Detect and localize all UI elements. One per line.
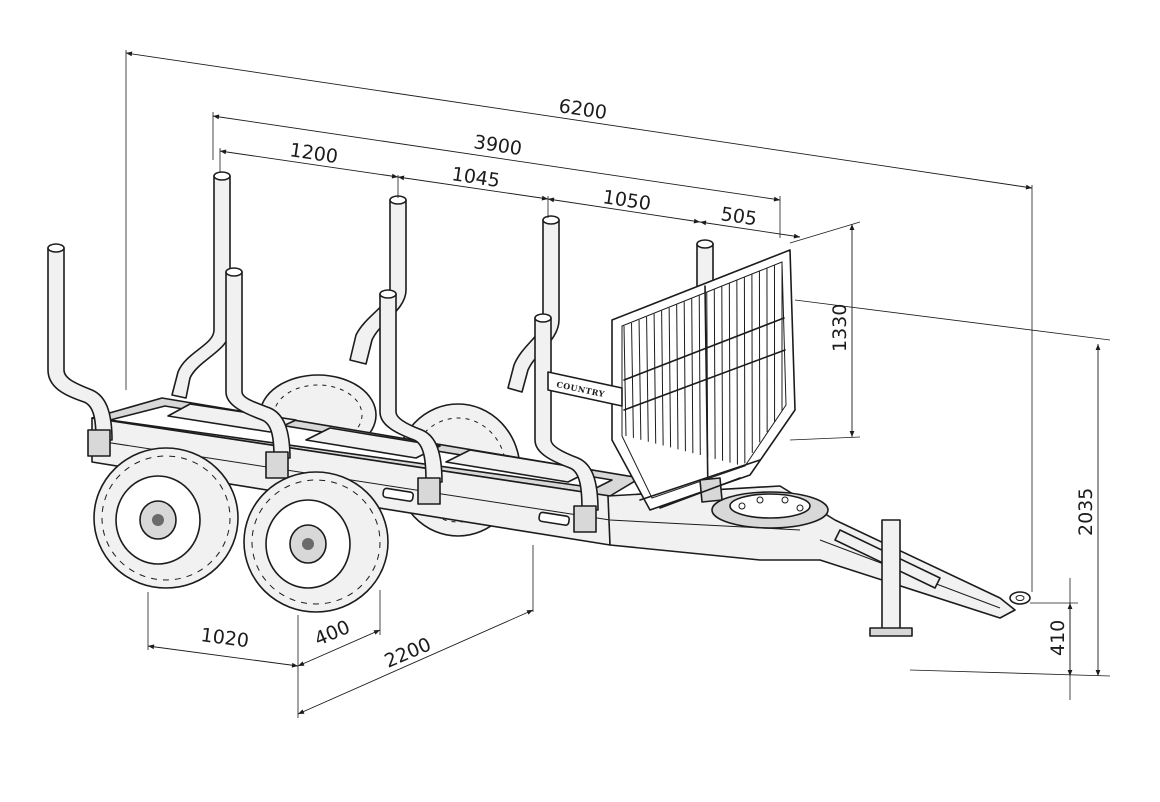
dim-overall-width: 2200 <box>381 633 434 672</box>
near-stakes <box>47 243 599 533</box>
grille-bar <box>691 298 694 454</box>
grille-crossbar <box>623 349 786 411</box>
grille-bar <box>668 307 672 448</box>
dim-tyre-width: 400 <box>311 616 353 650</box>
dim-wheel-spacing: 1020 <box>199 624 250 652</box>
dim-stake-spacing-2: 1045 <box>450 163 501 192</box>
dim-overall-length: 6200 <box>557 95 608 124</box>
dim-drawbar-height: 410 <box>1047 620 1069 656</box>
grille-bar <box>736 280 738 465</box>
brand-plate: COUNTRY <box>547 371 623 407</box>
trailer-illustration: COUNTRY <box>47 171 1031 637</box>
grille-bar <box>623 325 627 437</box>
grille-crossbar <box>623 317 785 381</box>
grille-bar <box>713 289 716 459</box>
grille-bar <box>728 283 731 463</box>
grille-bar <box>638 319 642 440</box>
front-wheel-left <box>93 447 239 589</box>
dim-stake-spacing-1: 1200 <box>288 139 339 168</box>
dimension-lines <box>125 50 1111 718</box>
grille-bar <box>661 310 664 446</box>
front-grille <box>611 249 796 511</box>
dim-stake-spacing-3: 1050 <box>601 186 652 215</box>
dim-front-offset: 505 <box>719 203 758 230</box>
grille-bar <box>683 301 686 452</box>
front-wheel-right <box>243 471 389 613</box>
grille-bar <box>646 316 649 442</box>
grille-bar <box>631 322 634 438</box>
grille-bar <box>653 313 657 444</box>
dim-overall-height: 2035 <box>1075 488 1097 536</box>
dim-grille-height: 1330 <box>829 304 851 352</box>
grille-bar <box>676 304 679 450</box>
grille-bar <box>698 295 701 456</box>
